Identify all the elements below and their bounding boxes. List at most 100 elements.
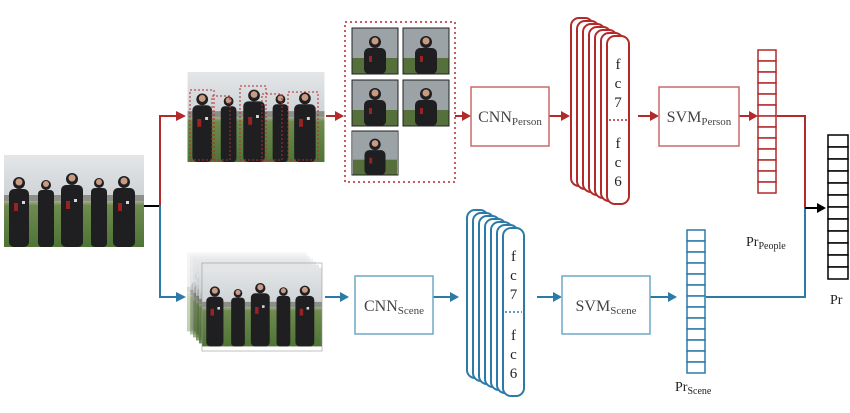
vector-cell xyxy=(827,218,849,232)
fc6-label-char: 6 xyxy=(510,366,518,382)
pr-people-label: Pr xyxy=(746,235,759,250)
vector-cell xyxy=(757,148,777,161)
vector-cell xyxy=(827,206,849,220)
vector-cell xyxy=(757,49,777,62)
person-detection-image xyxy=(187,72,325,162)
group-photo-icon xyxy=(4,155,144,247)
merge-arrowhead xyxy=(817,203,826,213)
vector-cell xyxy=(686,251,706,264)
person-crop-2 xyxy=(402,27,450,75)
pr-scene-label: Pr xyxy=(675,380,688,395)
vector-cell xyxy=(827,158,849,172)
fc7-label-char: 7 xyxy=(510,287,518,303)
vector-cell xyxy=(686,328,706,341)
vector-cell xyxy=(757,60,777,73)
vector-cell xyxy=(686,262,706,275)
vector-cell xyxy=(827,170,849,184)
vector-cell xyxy=(757,71,777,84)
vector-cell xyxy=(757,115,777,128)
fc6-label-char: 6 xyxy=(614,174,622,190)
fc6-label-char: f xyxy=(511,328,516,344)
fc7-label-char: 7 xyxy=(614,95,622,111)
vector-cell xyxy=(686,361,706,374)
person-crop-1 xyxy=(351,27,399,75)
vector-cell xyxy=(686,240,706,253)
vector-cell xyxy=(757,159,777,172)
person-crop-3 xyxy=(351,79,399,127)
vector-cell xyxy=(686,273,706,286)
vector-cell xyxy=(757,181,777,194)
vector-cell xyxy=(827,134,849,148)
scene-image-stack xyxy=(187,252,323,352)
cnn-scene-box: CNNScene xyxy=(354,275,434,335)
input-image xyxy=(4,155,144,247)
person-crop-thumbnail-icon xyxy=(352,28,398,74)
cnn-person-box: CNNPerson xyxy=(470,86,550,147)
fc7-label-char: c xyxy=(615,76,622,92)
vector-cell xyxy=(827,182,849,196)
vector-cell xyxy=(686,350,706,363)
fc6-label-char: c xyxy=(615,155,622,171)
vector-cell xyxy=(757,137,777,150)
svg-text:SVMScene: SVMScene xyxy=(576,298,637,317)
vector-cell xyxy=(827,266,849,280)
svm-scene-label: SVM xyxy=(576,298,611,315)
vector-cell xyxy=(686,306,706,319)
pr-people-caption: PrPeople xyxy=(746,235,786,252)
pr-scene-caption: PrScene xyxy=(675,380,712,397)
pr-final-label: Pr xyxy=(830,293,843,308)
svm-scene-box: SVMScene xyxy=(561,275,651,335)
vector-cell xyxy=(686,339,706,352)
fc7-label-char: f xyxy=(511,249,516,265)
vector-cell xyxy=(757,104,777,117)
person-crop-thumbnail-icon xyxy=(403,80,449,126)
vector-cell xyxy=(827,254,849,268)
svm-person-box: SVMPerson xyxy=(658,86,740,147)
person-crop-5 xyxy=(351,130,399,176)
person-crop-thumbnail-icon xyxy=(353,131,397,175)
vector-cell xyxy=(686,295,706,308)
vector-cell xyxy=(757,82,777,95)
cnn-scene-label: CNN xyxy=(364,298,398,315)
svm-person-label: SVM xyxy=(667,109,702,126)
svg-text:CNNScene: CNNScene xyxy=(364,298,424,317)
scene-branch-connectors xyxy=(159,206,806,302)
vector-cell xyxy=(686,229,706,242)
vector-cell xyxy=(757,93,777,106)
svm-person-sub: Person xyxy=(701,116,731,128)
person-crop-thumbnail-icon xyxy=(352,80,398,126)
svg-text:SVMPerson: SVMPerson xyxy=(667,109,732,128)
vector-cell xyxy=(757,126,777,139)
pr-people-vector xyxy=(757,49,777,194)
svg-text:CNNPerson: CNNPerson xyxy=(478,109,542,128)
vector-cell xyxy=(686,284,706,297)
pr-final-vector xyxy=(827,134,849,280)
vector-cell xyxy=(827,230,849,244)
cnn-person-label: CNN xyxy=(478,109,512,126)
detection-boxes xyxy=(189,85,319,161)
vector-cell xyxy=(757,170,777,183)
scene-image-stack-icon xyxy=(187,252,322,347)
fc6-label-char: f xyxy=(616,136,621,152)
pr-scene-vector xyxy=(686,229,706,374)
fc7-label-char: f xyxy=(616,57,621,73)
pr-scene-sub: Scene xyxy=(687,386,711,397)
crops-dotted-frame xyxy=(344,21,456,183)
vector-cell xyxy=(827,146,849,160)
person-branch-connectors xyxy=(159,111,806,208)
fc6-label-char: c xyxy=(510,347,517,363)
pr-people-sub: People xyxy=(758,241,786,252)
person-crops-panel xyxy=(344,21,456,183)
svm-scene-sub: Scene xyxy=(610,305,636,317)
person-crop-thumbnail-icon xyxy=(403,28,449,74)
cnn-person-sub: Person xyxy=(512,116,542,128)
vector-cell xyxy=(686,317,706,330)
vector-cell xyxy=(827,194,849,208)
fc7-label-char: c xyxy=(510,268,517,284)
cnn-scene-sub: Scene xyxy=(398,305,424,317)
vector-cell xyxy=(827,242,849,256)
person-crop-4 xyxy=(402,79,450,127)
